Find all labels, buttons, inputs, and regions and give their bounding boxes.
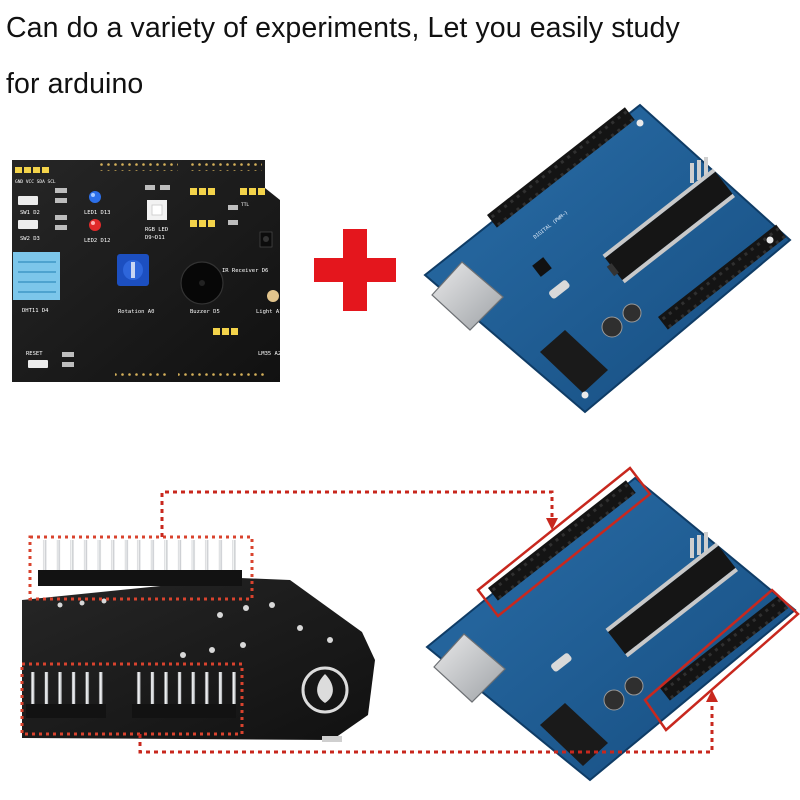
bottom-pin-highlight: [20, 662, 244, 736]
multifunction-shield-top: GND VCC SDA SCL SW1 D2 SW2 D3 LED1 D13 L…: [12, 160, 283, 382]
dht-label: DHT11 D4: [22, 308, 49, 314]
arrow-down-icon: [546, 518, 558, 530]
reset-label: RESET: [26, 351, 43, 357]
uno-header-highlights: [476, 466, 800, 732]
plus-icon: [314, 229, 396, 311]
led1-label: LED1 D13: [84, 210, 111, 216]
sw2-label: SW2 D3: [20, 236, 40, 242]
ir-label: IR Receiver D6: [222, 268, 268, 274]
sw1-label: SW1 D2: [20, 210, 40, 216]
rgb-label: RGB LED: [145, 227, 168, 233]
top-pin-highlight: [28, 535, 254, 601]
connection-lines: [138, 490, 714, 754]
top-connection-line: [160, 490, 554, 537]
headline-line-2: for arduino: [6, 68, 144, 100]
arrow-up-icon: [706, 690, 718, 702]
header-pins-label: GND VCC SDA SCL: [15, 179, 56, 185]
arduino-uno-top: DIGITAL (PWM~): [423, 103, 792, 414]
headline: Can do a variety of experiments, Let you…: [6, 0, 796, 112]
buzzer-label: Buzzer D5: [190, 309, 220, 315]
rgb-pins-label: D9~D11: [145, 235, 165, 241]
ttl-label: TTL: [241, 202, 249, 208]
headline-line-1: Can do a variety of experiments, Let you…: [6, 12, 680, 44]
digital-header-highlight: [476, 466, 652, 618]
shield-pin-highlights: [20, 535, 254, 736]
light-label: Light A1: [256, 309, 283, 315]
led2-label: LED2 D12: [84, 238, 111, 244]
bottom-connection-line: [138, 700, 714, 754]
shield-underside: [22, 540, 375, 742]
analog-header-highlight: [643, 588, 800, 732]
arduino-uno-bottom: [425, 476, 797, 782]
rotation-label: Rotation A0: [118, 309, 154, 315]
lm35-label: LM35 A2: [258, 351, 281, 357]
